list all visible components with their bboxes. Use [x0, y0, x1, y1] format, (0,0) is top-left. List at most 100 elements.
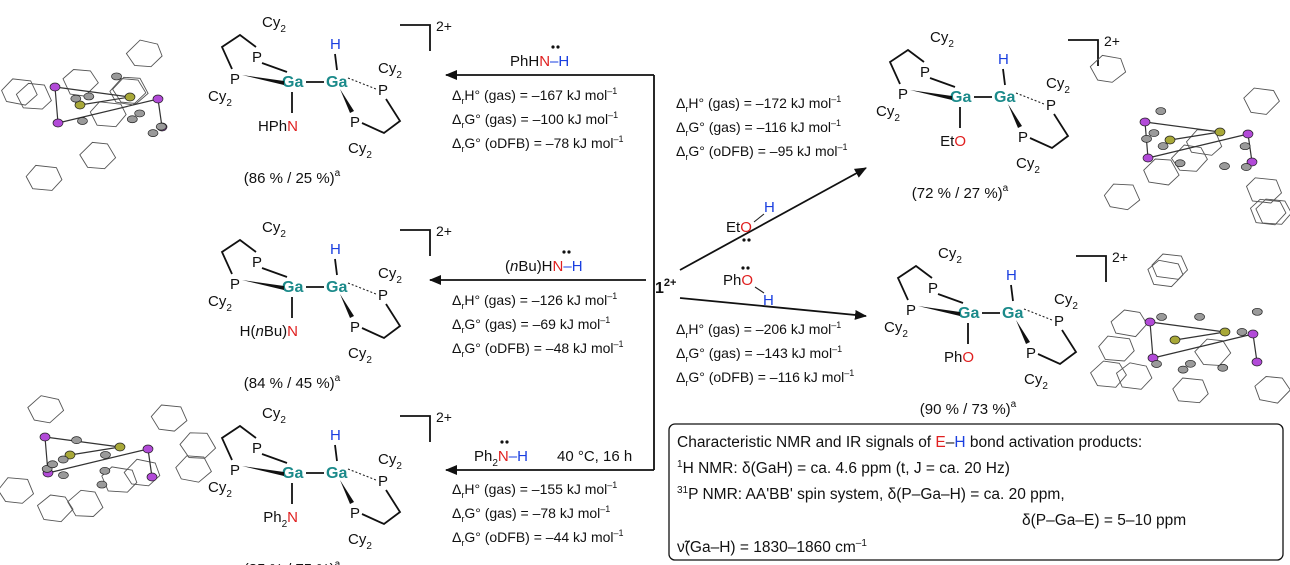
yield-label: (72 % / 27 %)a	[912, 183, 1009, 202]
gallium-atom-left: Ga	[950, 89, 971, 106]
hydride-atom: H	[330, 36, 341, 53]
phosphorus-atom-lower-right: P	[350, 505, 360, 522]
cy2-upper-left: Cy2	[262, 14, 286, 35]
cy2-right: Cy2	[378, 60, 402, 81]
cy2-lower-right: Cy2	[1016, 155, 1040, 176]
yield-label: (90 % / 73 %)a	[920, 399, 1017, 418]
cy2-lower-right: Cy2	[348, 345, 372, 366]
gallium-atom-right: Ga	[1002, 305, 1023, 322]
phosphorus-atom-right: P	[378, 287, 388, 304]
phosphorus-atom-left: P	[230, 71, 240, 88]
substituent-label: Ph2N	[263, 509, 298, 530]
cy2-right: Cy2	[1054, 291, 1078, 312]
reaction-arrows	[429, 70, 867, 475]
cy2-left: Cy2	[208, 293, 232, 314]
gallium-atom-right: Ga	[326, 74, 347, 91]
gallium-atom-right: Ga	[326, 465, 347, 482]
info-box-p-nmr: 31P NMR: AA'BB' spin system, δ(P–Ga–H) =…	[677, 485, 1065, 503]
phosphorus-atom-upper-left: P	[928, 280, 938, 297]
reagent-butylamine: (nBu)HN–H	[505, 258, 583, 275]
hydride-atom: H	[330, 241, 341, 258]
thermo-line: ΔrH° (gas) = –126 kJ mol–1	[452, 291, 617, 311]
thermo-line: ΔrG° (oDFB) = –95 kJ mol–1	[676, 142, 848, 162]
cy2-right: Cy2	[1046, 75, 1070, 96]
info-box-h-nmr: 1H NMR: δ(GaH) = ca. 4.6 ppm (t, J = ca.…	[677, 459, 1010, 477]
gallium-atom-left: Ga	[282, 279, 303, 296]
yield-label: (85 % / 75 %)a	[244, 559, 341, 565]
crystal-structure-aniline-product	[1, 39, 168, 191]
thermo-line: ΔrG° (oDFB) = –48 kJ mol–1	[452, 339, 624, 359]
reagent-formula: Ph2N–H	[474, 448, 528, 469]
phosphorus-atom-right: P	[378, 473, 388, 490]
complex-charge: 2+	[1112, 249, 1128, 265]
crystal-structure-phenol-product	[1090, 253, 1290, 404]
cy2-upper-left: Cy2	[262, 219, 286, 240]
substituent-label: H(nBu)N	[240, 323, 298, 340]
substituent-label: HPhN	[258, 118, 298, 135]
phosphorus-atom-lower-right: P	[1026, 345, 1036, 362]
arrow-to-phenol-product	[679, 297, 867, 320]
gallium-atom-left: Ga	[282, 465, 303, 482]
phosphorus-atom-lower-right: P	[350, 319, 360, 336]
phosphorus-atom-upper-left: P	[252, 49, 262, 66]
gallium-atom-left: Ga	[958, 305, 979, 322]
substituent-label: EtO	[940, 133, 966, 150]
reagent-phenol-h: H	[763, 292, 774, 309]
thermo-line: ΔrH° (gas) = –172 kJ mol–1	[676, 94, 841, 114]
substituent-label: PhO	[944, 349, 974, 366]
thermo-line: ΔrG° (oDFB) = –116 kJ mol–1	[676, 368, 854, 388]
gallium-atom-left: Ga	[282, 74, 303, 91]
reagent-diphenylamine: Ph2N–H	[474, 448, 528, 469]
complex-charge: 2+	[436, 409, 452, 425]
cy2-left: Cy2	[876, 103, 900, 124]
reagent-aniline: PhHN–H	[510, 53, 569, 70]
thermo-line: ΔrG° (gas) = –100 kJ mol–1	[452, 110, 618, 130]
cy2-left: Cy2	[208, 479, 232, 500]
info-box	[668, 423, 1284, 561]
cy2-right: Cy2	[378, 451, 402, 472]
info-box-title: Characteristic NMR and IR signals of E–H…	[677, 434, 1142, 451]
cy2-left: Cy2	[884, 319, 908, 340]
crystal-structure-ethanol-product	[1089, 54, 1290, 226]
phosphorus-atom-lower-right: P	[1018, 129, 1028, 146]
reagent-ethanol: EtO	[726, 219, 752, 236]
cy2-upper-left: Cy2	[930, 29, 954, 50]
thermo-line: ΔrH° (gas) = –167 kJ mol–1	[452, 86, 617, 106]
phosphorus-atom-left: P	[906, 302, 916, 319]
thermo-line: ΔrH° (gas) = –206 kJ mol–1	[676, 320, 841, 340]
yield-label: (84 % / 45 %)a	[244, 373, 341, 392]
phosphorus-atom-right: P	[378, 82, 388, 99]
cy2-lower-right: Cy2	[348, 531, 372, 552]
phosphorus-atom-left: P	[230, 276, 240, 293]
hydride-atom: H	[1006, 267, 1017, 284]
arrow-to-ethanol-product	[679, 167, 867, 271]
crystal-structure-diphenylamine-product	[0, 395, 217, 523]
phosphorus-atom-left: P	[230, 462, 240, 479]
hydride-atom: H	[330, 427, 341, 444]
complex-charge: 2+	[436, 223, 452, 239]
phosphorus-atom-upper-left: P	[252, 254, 262, 271]
phosphorus-atom-right: P	[1046, 97, 1056, 114]
gallium-atom-right: Ga	[326, 279, 347, 296]
cy2-right: Cy2	[378, 265, 402, 286]
phosphorus-atom-upper-left: P	[252, 440, 262, 457]
complex-charge: 2+	[436, 18, 452, 34]
phosphorus-atom-right: P	[1054, 313, 1064, 330]
cy2-upper-left: Cy2	[938, 245, 962, 266]
reagent-ethanol-h: H	[764, 199, 775, 216]
phosphorus-atom-left: P	[898, 86, 908, 103]
yield-label: (86 % / 25 %)a	[244, 168, 341, 187]
thermo-line: ΔrG° (oDFB) = –78 kJ mol–1	[452, 134, 624, 154]
reaction-condition: 40 °C, 16 h	[557, 448, 632, 465]
reagent-phenol: PhO	[723, 272, 753, 289]
thermo-line: ΔrH° (gas) = –155 kJ mol–1	[452, 480, 617, 500]
